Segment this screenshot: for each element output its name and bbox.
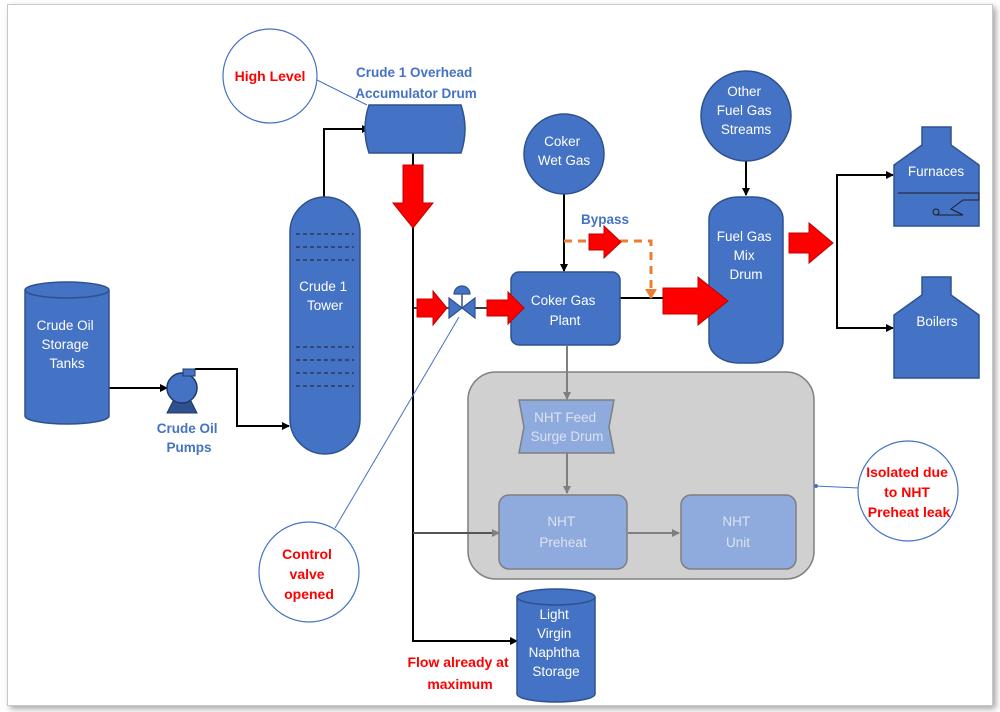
flow-arrow-accumulator-down	[391, 164, 435, 229]
coker-gas-plant-label: Coker Gas Plant	[531, 293, 599, 328]
crude-1-tower: Crude 1 Tower	[289, 196, 361, 455]
flow-arrow-bypass	[588, 224, 622, 260]
furnace-coil-icon	[898, 192, 980, 216]
flow-arrow-to-cgp	[486, 290, 525, 326]
furnaces: Furnaces	[893, 126, 980, 227]
fuel-gas-mix-drum: Fuel Gas Mix Drum	[708, 196, 784, 364]
lvn-storage-label: Light Virgin Naphtha Storage	[529, 607, 584, 679]
line-tower-to-accumulator	[323, 125, 370, 197]
callout-control-valve-bubble	[258, 521, 360, 623]
boilers-label: Boilers	[916, 314, 958, 329]
crude-storage-label: Crude Oil Storage Tanks	[37, 318, 98, 371]
crude-oil-pump	[166, 368, 198, 414]
other-fuel-gas-streams: Other Fuel Gas Streams	[700, 70, 792, 162]
flow-arrow-to-valve	[416, 289, 448, 327]
line-drum-to-furnaces	[836, 171, 894, 243]
nht-unit: NHT Unit	[680, 494, 797, 570]
callout-high-level: High Level	[235, 68, 306, 84]
bypass-label: Bypass	[581, 212, 629, 227]
flow-arrow-fuelgas-out	[788, 221, 834, 265]
crude-oil-storage-tank: Crude Oil Storage Tanks	[24, 281, 110, 425]
boilers: Boilers	[893, 276, 980, 379]
diagram-frame: Crude Oil Storage Tanks Crude Oil Pumps …	[7, 4, 993, 706]
other-fuel-gas-label: Other Fuel Gas Streams	[717, 84, 776, 137]
callout-leader-isolated	[814, 485, 860, 489]
accumulator-label: Crude 1 Overhead Accumulator Drum	[355, 65, 477, 101]
nht-feed-label: NHT Feed Surge Drum	[531, 410, 604, 444]
fuel-gas-drum-label: Fuel Gas Mix Drum	[717, 229, 776, 282]
callout-high-level-bubble	[222, 28, 318, 124]
callout-isolated: Isolated due to NHT Preheat leak	[866, 464, 952, 520]
crude-1-overhead-accumulator-drum	[364, 104, 466, 154]
furnaces-label: Furnaces	[908, 164, 965, 179]
line-accumulator-to-lvn	[412, 153, 518, 645]
callout-isolated-bubble	[857, 440, 959, 542]
nht-preheat: NHT Preheat	[498, 494, 628, 570]
coker-wet-gas-label: Coker Wet Gas	[538, 134, 591, 168]
nht-preheat-label: NHT Preheat	[539, 514, 587, 550]
bypass-arrowhead	[645, 289, 657, 299]
coker-gas-plant: Coker Gas Plant	[510, 271, 621, 346]
light-virgin-naphtha-storage: Light Virgin Naphtha Storage	[516, 588, 596, 703]
callout-leader-control-valve	[334, 316, 460, 529]
process-flow-diagram: Crude Oil Storage Tanks Crude Oil Pumps …	[24, 28, 980, 703]
crude-tower-label: Crude 1 Tower	[299, 279, 351, 313]
callout-flow-maximum: Flow already at maximum	[407, 654, 512, 692]
callout-leader-high-level	[308, 75, 368, 106]
flow-arrow-to-fuelgas-drum	[662, 275, 729, 327]
nht-unit-label: NHT Unit	[722, 514, 753, 550]
coker-wet-gas: Coker Wet Gas	[523, 113, 605, 195]
nht-feed-surge-drum: NHT Feed Surge Drum	[518, 399, 615, 454]
line-drum-to-boilers	[836, 243, 894, 332]
line-pump-to-tower	[195, 368, 290, 430]
control-valve	[448, 285, 476, 320]
crude-pumps-label: Crude Oil Pumps	[157, 421, 222, 455]
callout-control-valve: Control valve opened	[282, 546, 336, 602]
